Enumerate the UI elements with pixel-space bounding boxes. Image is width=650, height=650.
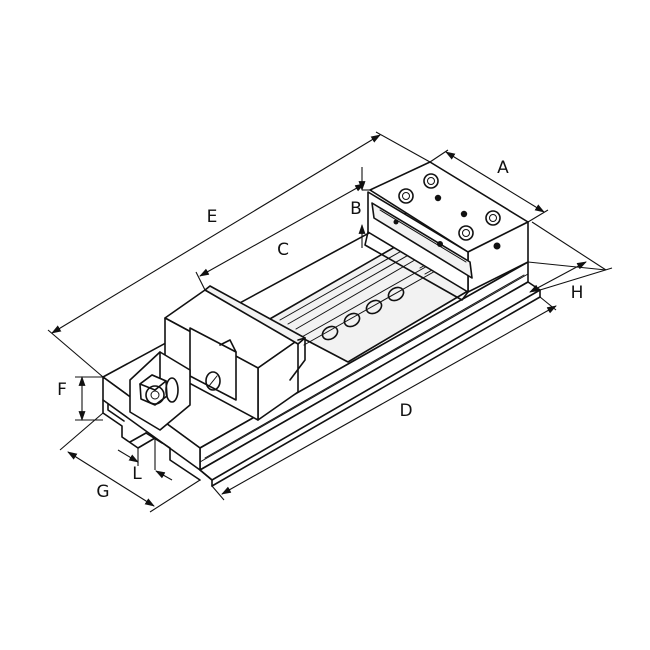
dim-label-g: G <box>96 482 109 502</box>
dim-label-e: E <box>207 207 218 227</box>
dim-label-c: C <box>277 240 289 260</box>
dim-label-d: D <box>399 401 412 421</box>
dimension-labels: A B C D E F G H L <box>57 158 583 502</box>
dim-label-f: F <box>57 380 67 400</box>
dim-label-b: B <box>350 199 362 219</box>
dim-label-h: H <box>571 283 584 303</box>
dim-label-l: L <box>132 464 142 484</box>
dimension-lines <box>47 131 613 513</box>
dim-label-a: A <box>497 158 509 178</box>
screw-nut <box>129 351 191 431</box>
